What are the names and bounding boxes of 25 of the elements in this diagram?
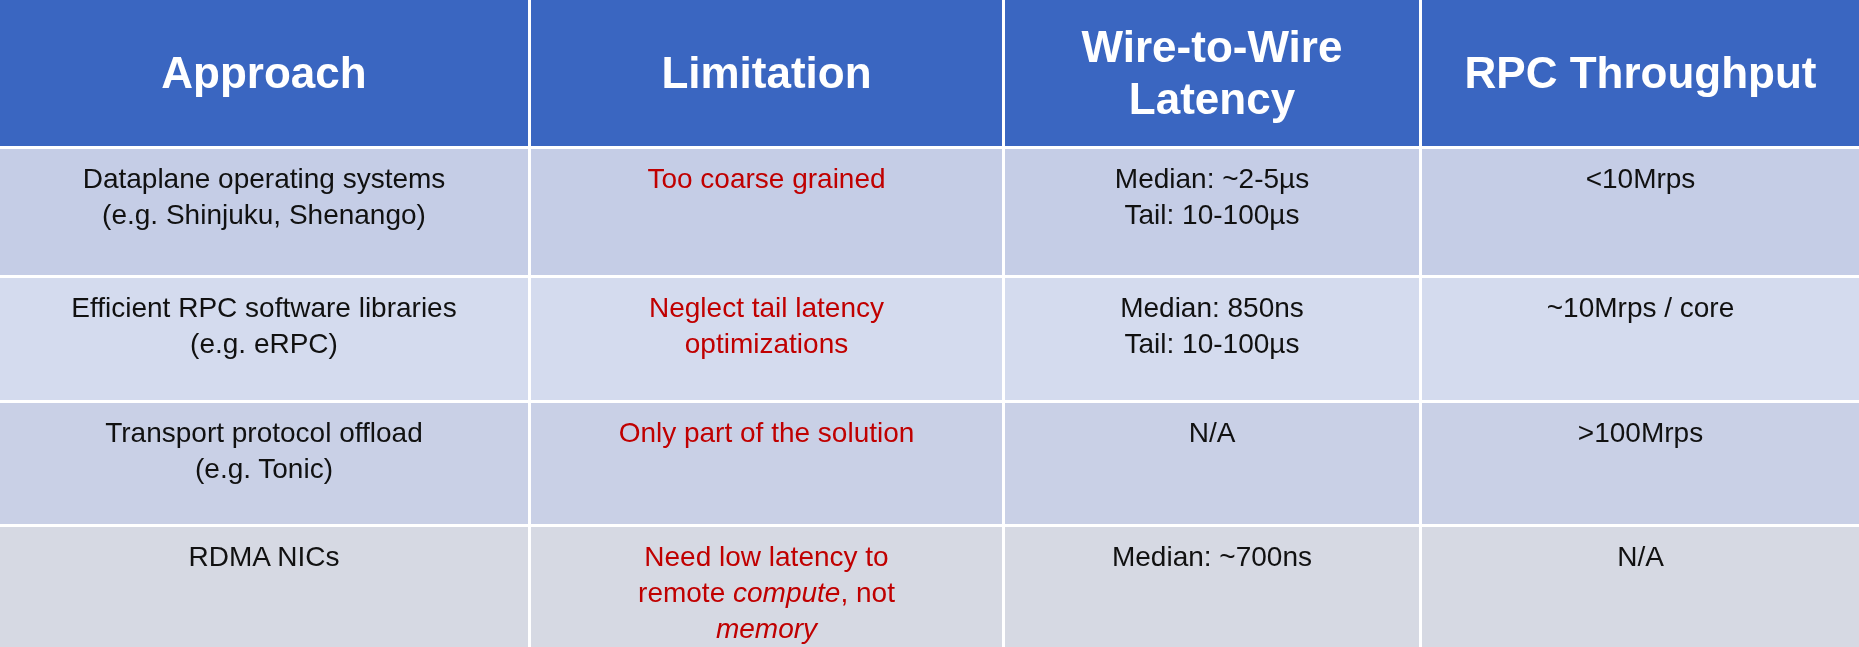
limitation-text: Neglect tail latency optimizations <box>648 291 885 361</box>
limitation-text: Need low latency to remote compute, not memory <box>637 540 896 646</box>
approach-text: (e.g. eRPC) <box>190 327 338 361</box>
column-header: Approach <box>161 47 367 99</box>
approach-text: Dataplane operating systems <box>82 162 446 196</box>
approach-text: Efficient RPC software libraries <box>71 291 457 325</box>
latency-text: Median: 850ns <box>1120 291 1304 325</box>
column-header: RPC Throughput <box>1464 47 1817 99</box>
throughput-text: <10Mrps <box>1585 162 1696 196</box>
limitation-text: Only part of the solution <box>618 416 915 450</box>
column-header: Limitation <box>661 47 872 99</box>
approach-text: (e.g. Shinjuku, Shenango) <box>102 198 426 232</box>
throughput-text: >100Mrps <box>1577 416 1704 450</box>
latency-text: Median: ~700ns <box>1111 540 1312 574</box>
approach-text: (e.g. Tonic) <box>195 452 333 486</box>
limitation-text: Too coarse grained <box>647 162 886 196</box>
latency-text: Tail: 10-100µs <box>1124 198 1300 232</box>
latency-text: Tail: 10-100µs <box>1124 327 1300 361</box>
throughput-text: N/A <box>1617 540 1664 574</box>
approach-text: Transport protocol offload <box>105 416 423 450</box>
throughput-text: ~10Mrps / core <box>1546 291 1735 325</box>
approach-text: RDMA NICs <box>188 540 340 574</box>
latency-text: N/A <box>1188 416 1236 450</box>
latency-text: Median: ~2-5µs <box>1114 162 1310 196</box>
column-header: Wire-to-Wire Latency <box>1080 21 1344 125</box>
